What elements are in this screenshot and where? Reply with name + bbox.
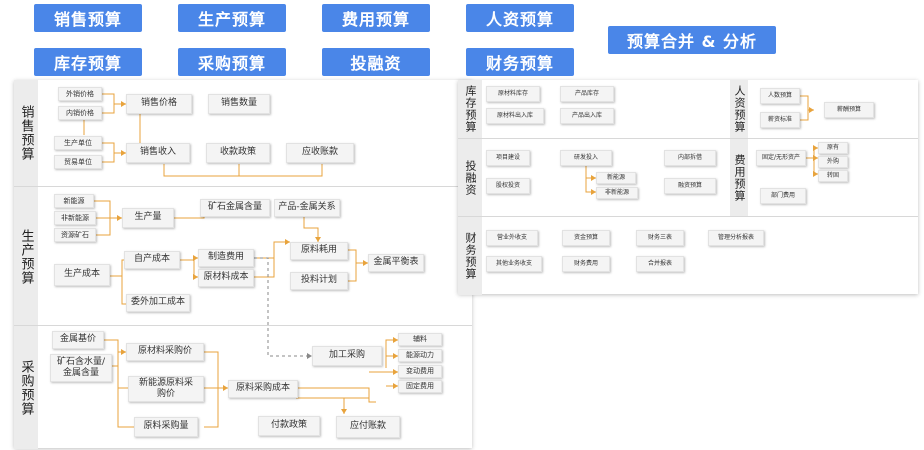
inventory-side-label: 库存预算 [458,80,482,138]
node-energy-power: 能源动力 [398,349,442,362]
node-headcount-budget: 人数预算 [760,88,800,104]
node-output: 生产量 [122,208,174,228]
expense-section: 费用预算 [730,138,918,217]
node-material-consumption: 原料耗用 [290,242,348,260]
node-receivables: 应收账款 [286,143,354,163]
node-raw-material-purchase-qty: 原料采购量 [134,417,198,437]
tab-budget-merge-analysis[interactable]: 预算合并 & 分析 [608,26,776,54]
node-rnd-new-energy: 新能源 [596,172,636,184]
node-product-inventory: 产品库存 [560,86,614,102]
node-product-inout: 产品出入库 [560,108,614,124]
node-project-construction: 项目建设 [486,150,530,166]
tab-expense-budget[interactable]: 费用预算 [322,4,430,32]
node-new-energy: 新能源 [54,194,94,208]
node-raw-inout: 原材料出入库 [486,108,544,124]
node-dept-expense: 部门费用 [760,188,806,204]
node-ore-metal-content: 矿石金属含量 [200,199,270,217]
node-metal-base-price: 金属基价 [52,331,104,349]
node-payables: 应付账款 [336,416,400,438]
node-processing-purchase: 加工采购 [312,346,382,366]
right-flow-panel: 库存预算 人资预算 投融资 费用预算 财务预算 原材料库存 产品库存 原材料出入… [458,80,918,295]
node-resource-ore: 资源矿石 [54,228,96,242]
node-variable-expense: 变动费用 [398,365,442,378]
hr-section: 人资预算 [730,80,918,138]
node-production-cost: 生产成本 [54,264,110,286]
tab-investment[interactable]: 投融资 [322,48,430,76]
tab-sales-budget[interactable]: 销售预算 [34,4,142,32]
node-outsourced-processing-cost: 委外加工成本 [126,294,190,312]
node-financial-statements: 财务三表 [636,230,684,246]
procurement-section: 采购预算 [14,325,472,449]
node-other-business: 其他业务收支 [486,256,542,272]
node-asset-outsourced: 外购 [818,156,848,168]
node-domestic-price: 内销价格 [58,106,102,120]
node-salary-budget: 薪酬预算 [824,102,874,118]
node-management-report: 管理分析报表 [708,230,764,246]
node-auxiliary-materials: 辅料 [398,333,442,346]
node-fixed-intangible-assets: 固定/无形资产 [756,150,806,166]
tab-hr-budget[interactable]: 人资预算 [466,4,574,32]
investment-section: 投融资 [458,138,734,217]
node-financing-budget: 融资预算 [664,178,716,194]
node-feeding-plan: 投料计划 [290,272,348,290]
expense-side-label: 费用预算 [730,139,748,217]
node-internal-lending: 内部拆借 [664,150,716,166]
node-consolidated-report: 合并报表 [636,256,684,272]
sales-side-label: 销售预算 [14,80,38,186]
node-salary-standard: 薪资标准 [760,112,800,128]
node-ore-water-metal-content: 矿石含水量/ 金属含量 [50,354,112,382]
node-export-price: 外销价格 [58,87,102,101]
tab-inventory-budget[interactable]: 库存预算 [34,48,142,76]
node-manufacturing-expense: 制造费用 [198,249,254,267]
node-asset-transfer: 转固 [818,170,848,182]
node-raw-material-purchase-price: 原材料采购价 [126,343,204,361]
procurement-side-label: 采购预算 [14,326,38,449]
left-flow-panel: 销售预算 生产预算 采购预算 [14,80,472,449]
node-asset-existing: 原有 [818,142,848,154]
production-section: 生产预算 [14,186,472,326]
tab-finance-budget[interactable]: 财务预算 [466,48,574,76]
node-sales-revenue: 销售收入 [126,143,190,163]
node-non-new-energy: 非新能源 [54,211,96,225]
investment-side-label: 投融资 [458,139,482,217]
node-sales-price: 销售价格 [126,94,192,114]
node-equity-investment: 股权投资 [486,178,530,194]
node-raw-inventory: 原材料库存 [486,86,540,102]
hr-side-label: 人资预算 [730,80,748,138]
node-payment-policy: 付款政策 [258,416,320,436]
node-sales-quantity: 销售数量 [208,94,270,114]
finance-side-label: 财务预算 [458,217,482,295]
tab-production-budget[interactable]: 生产预算 [178,4,286,32]
node-raw-material-cost: 原材料成本 [198,269,254,287]
node-metal-balance-sheet: 金属平衡表 [368,254,424,272]
node-trade-unit: 贸易单位 [54,155,102,169]
node-financial-expense: 财务费用 [562,256,610,272]
inventory-section: 库存预算 [458,80,734,138]
node-new-energy-purchase-price: 新能源原料采 购价 [128,376,204,402]
node-product-metal-relation: 产品-金属关系 [274,199,340,217]
node-rnd-investment: 研发投入 [560,150,612,166]
node-production-unit: 生产单位 [54,136,102,150]
finance-section: 财务预算 [458,216,918,295]
tab-procurement-budget[interactable]: 采购预算 [178,48,286,76]
node-fund-budget: 资金预算 [562,230,610,246]
node-collection-policy: 收款政策 [206,143,270,163]
node-non-operating: 营业外收支 [486,230,538,246]
sales-section: 销售预算 [14,80,472,186]
production-side-label: 生产预算 [14,187,38,326]
node-own-production-cost: 自产成本 [124,251,180,269]
node-fixed-expense: 固定费用 [398,380,442,393]
node-material-purchase-cost: 原料采购成本 [228,380,298,398]
node-rnd-non-new-energy: 非新能源 [596,187,638,199]
